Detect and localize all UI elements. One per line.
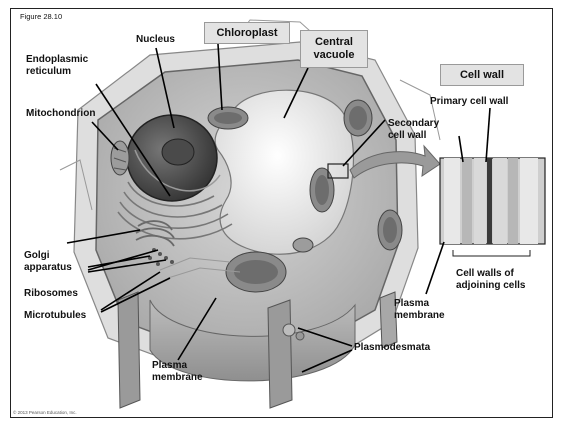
label-plasma-membrane-bottom: Plasma membrane xyxy=(152,360,203,384)
label-endoplasmic-reticulum: Endoplasmic reticulum xyxy=(26,54,88,78)
label-microtubules: Microtubules xyxy=(24,310,86,322)
copyright-notice: © 2013 Pearson Education, Inc. xyxy=(13,410,77,415)
label-golgi-apparatus: Golgi apparatus xyxy=(24,250,72,274)
wall-slab-left xyxy=(118,292,140,408)
label-central-vacuole: Central vacuole xyxy=(300,30,368,68)
wall-slab-right xyxy=(268,300,292,408)
chloroplast xyxy=(208,107,248,129)
cell-wall-detail-panel xyxy=(440,158,545,244)
chloroplast-5 xyxy=(378,210,402,250)
label-plasma-membrane-right: Plasma membrane xyxy=(394,298,445,322)
label-cell-walls-adjoining: Cell walls of adjoining cells xyxy=(456,268,525,292)
label-cell-wall: Cell wall xyxy=(440,64,524,86)
label-chloroplast: Chloroplast xyxy=(204,22,290,44)
label-mitochondrion: Mitochondrion xyxy=(26,108,95,120)
label-nucleus: Nucleus xyxy=(136,34,175,46)
label-primary-cell-wall: Primary cell wall xyxy=(430,96,508,108)
label-plasmodesmata: Plasmodesmata xyxy=(354,342,430,354)
label-secondary-cell-wall: Secondary cell wall xyxy=(388,118,439,142)
chloroplast-4 xyxy=(344,100,372,136)
chloroplast-3 xyxy=(310,168,334,212)
adjoining-walls-bracket xyxy=(453,250,530,256)
label-ribosomes: Ribosomes xyxy=(24,288,78,300)
mitochondrion-2 xyxy=(293,238,313,252)
